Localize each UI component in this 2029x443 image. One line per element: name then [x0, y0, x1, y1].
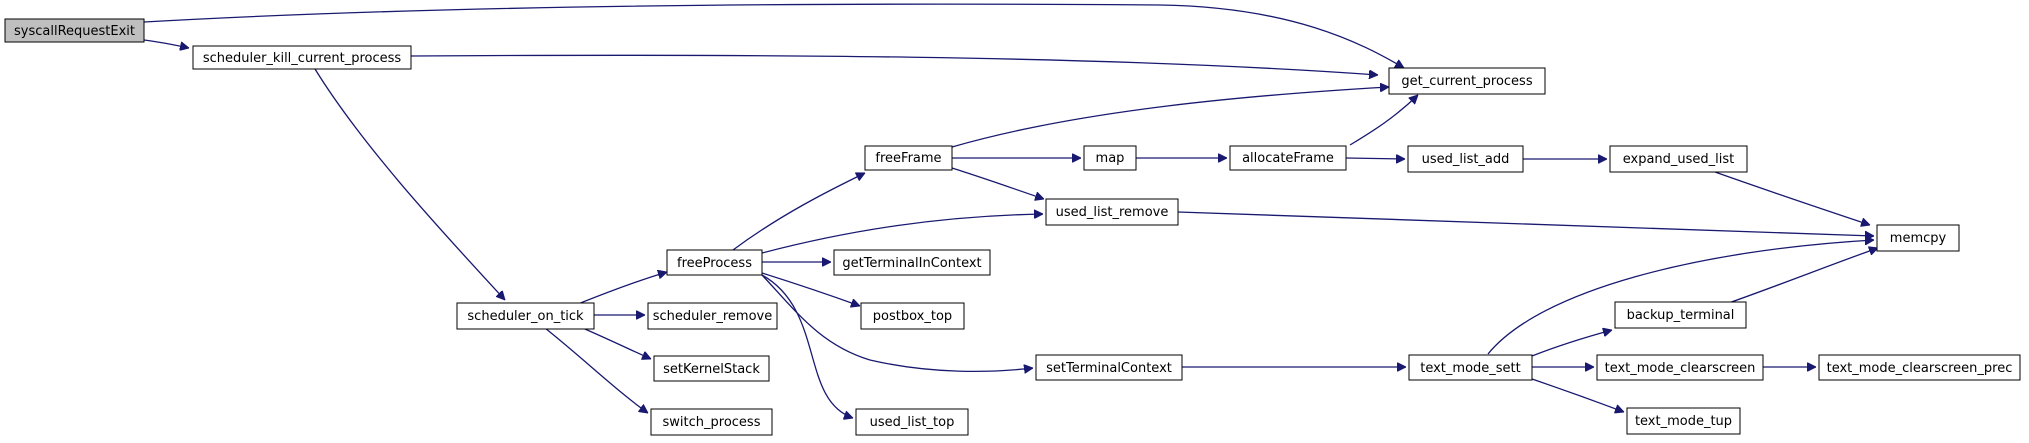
node-box [647, 302, 778, 330]
node-label: postbox_top [873, 309, 952, 324]
node-used-list-top[interactable]: used_list_top [855, 408, 969, 436]
node-label: setKernelStack [663, 362, 760, 377]
node-label: getTerminalInContext [842, 256, 981, 271]
node-box [1408, 354, 1533, 381]
node-box [1083, 145, 1137, 171]
node-freeFrame[interactable]: freeFrame [864, 145, 953, 171]
node-box [860, 302, 965, 330]
node-box [1609, 145, 1748, 173]
node-syscallRequestExit[interactable]: syscallRequestExit [4, 18, 145, 43]
node-text-mode-clearscreen[interactable]: text_mode_clearscreen [1596, 354, 1764, 381]
edge-scheduler_on_tick-setKernelStack [577, 325, 651, 359]
node-text-mode-sett[interactable]: text_mode_sett [1408, 354, 1533, 381]
node-box [456, 302, 595, 330]
edge-scheduler_kill_current_process-scheduler_on_tick [314, 68, 505, 300]
node-box [650, 408, 773, 436]
node-text-mode-tup[interactable]: text_mode_tup [1626, 407, 1741, 435]
edge-used_list_remove-memcpy [1177, 211, 1874, 236]
node-used-list-remove[interactable]: used_list_remove [1045, 198, 1179, 226]
node-scheduler-kill-current-process[interactable]: scheduler_kill_current_process [192, 45, 412, 70]
node-label: map [1096, 151, 1125, 166]
node-label: expand_used_list [1623, 152, 1735, 167]
node-label: used_list_add [1422, 152, 1510, 167]
node-label: text_mode_tup [1635, 414, 1732, 429]
edge-freeProcess-used_list_top [761, 274, 853, 418]
node-switch-process[interactable]: switch_process [650, 408, 773, 436]
node-box [4, 18, 145, 43]
node-box [1876, 224, 1960, 252]
edge-freeProcess-setTerminalContext [761, 274, 1033, 371]
node-getTerminalInContext[interactable]: getTerminalInContext [833, 249, 991, 276]
node-backup-terminal[interactable]: backup_terminal [1614, 301, 1747, 329]
node-label: get_current_process [1401, 74, 1532, 89]
edge-freeProcess-postbox_top [761, 272, 860, 306]
node-label: text_mode_clearscreen [1605, 361, 1756, 376]
node-label: freeFrame [875, 151, 941, 166]
node-label: backup_terminal [1627, 308, 1735, 323]
node-box [1626, 407, 1741, 435]
node-box [855, 408, 969, 436]
edge-allocateFrame-used_list_add [1345, 158, 1405, 159]
node-scheduler-on-tick[interactable]: scheduler_on_tick [456, 302, 595, 330]
node-box [192, 45, 412, 70]
node-box [833, 249, 991, 276]
node-allocateFrame[interactable]: allocateFrame [1229, 145, 1347, 171]
node-box [1045, 198, 1179, 226]
node-box [864, 145, 953, 171]
node-expand-used-list[interactable]: expand_used_list [1609, 145, 1748, 173]
node-label: setTerminalContext [1046, 361, 1172, 376]
node-label: scheduler_kill_current_process [203, 51, 402, 66]
node-label: used_list_remove [1056, 205, 1169, 220]
edge-backup_terminal-memcpy [1722, 248, 1878, 306]
edge-scheduler_kill_current_process-get_current_process [410, 54, 1378, 75]
edge-expand_used_list-memcpy [1714, 171, 1870, 225]
edge-scheduler_on_tick-freeProcess [577, 272, 667, 305]
edge-freeFrame-used_list_remove [951, 167, 1044, 199]
node-label: memcpy [1890, 231, 1947, 246]
node-box [1596, 354, 1764, 381]
node-label: allocateFrame [1242, 151, 1334, 166]
node-postbox-top[interactable]: postbox_top [860, 302, 965, 330]
node-label: scheduler_on_tick [467, 309, 584, 324]
node-label: syscallRequestExit [14, 24, 135, 39]
edge-allocateFrame-get_current_process [1349, 95, 1418, 146]
node-text-mode-clearscreen-prec[interactable]: text_mode_clearscreen_prec [1818, 354, 2021, 381]
node-box [666, 249, 763, 276]
node-box [1229, 145, 1347, 171]
node-box [1388, 67, 1546, 95]
node-scheduler-remove[interactable]: scheduler_remove [647, 302, 778, 330]
edge-text_mode_sett-backup_terminal [1531, 330, 1612, 357]
node-box [1614, 301, 1747, 329]
node-label: scheduler_remove [653, 309, 772, 324]
edge-freeProcess-freeFrame [732, 172, 865, 251]
edge-freeFrame-get_current_process [951, 87, 1389, 148]
node-setKernelStack[interactable]: setKernelStack [653, 355, 770, 382]
edge-text_mode_sett-memcpy [1487, 240, 1874, 355]
edge-text_mode_sett-text_mode_tup [1531, 378, 1624, 412]
node-label: text_mode_sett [1420, 361, 1521, 376]
node-box [1035, 354, 1183, 381]
node-memcpy[interactable]: memcpy [1876, 224, 1960, 252]
edge-scheduler_on_tick-switch_process [544, 327, 648, 413]
node-get-current-process[interactable]: get_current_process [1388, 67, 1546, 95]
node-box [1407, 145, 1524, 173]
node-box [653, 355, 770, 382]
node-label: text_mode_clearscreen_prec [1827, 361, 2013, 376]
nodes-layer: syscallRequestExit scheduler_kill_curren… [4, 18, 2021, 436]
edge-syscallRequestExit-get_current_process [143, 3, 1404, 69]
node-setTerminalContext[interactable]: setTerminalContext [1035, 354, 1183, 381]
edge-syscallRequestExit-scheduler_kill_current_process [143, 39, 189, 48]
edge-freeProcess-used_list_remove [761, 214, 1043, 254]
node-label: used_list_top [870, 415, 955, 430]
node-used-list-add[interactable]: used_list_add [1407, 145, 1524, 173]
node-map[interactable]: map [1083, 145, 1137, 171]
node-label: freeProcess [677, 256, 752, 271]
node-freeProcess[interactable]: freeProcess [666, 249, 763, 276]
node-box [1818, 354, 2021, 381]
node-label: switch_process [663, 415, 761, 430]
